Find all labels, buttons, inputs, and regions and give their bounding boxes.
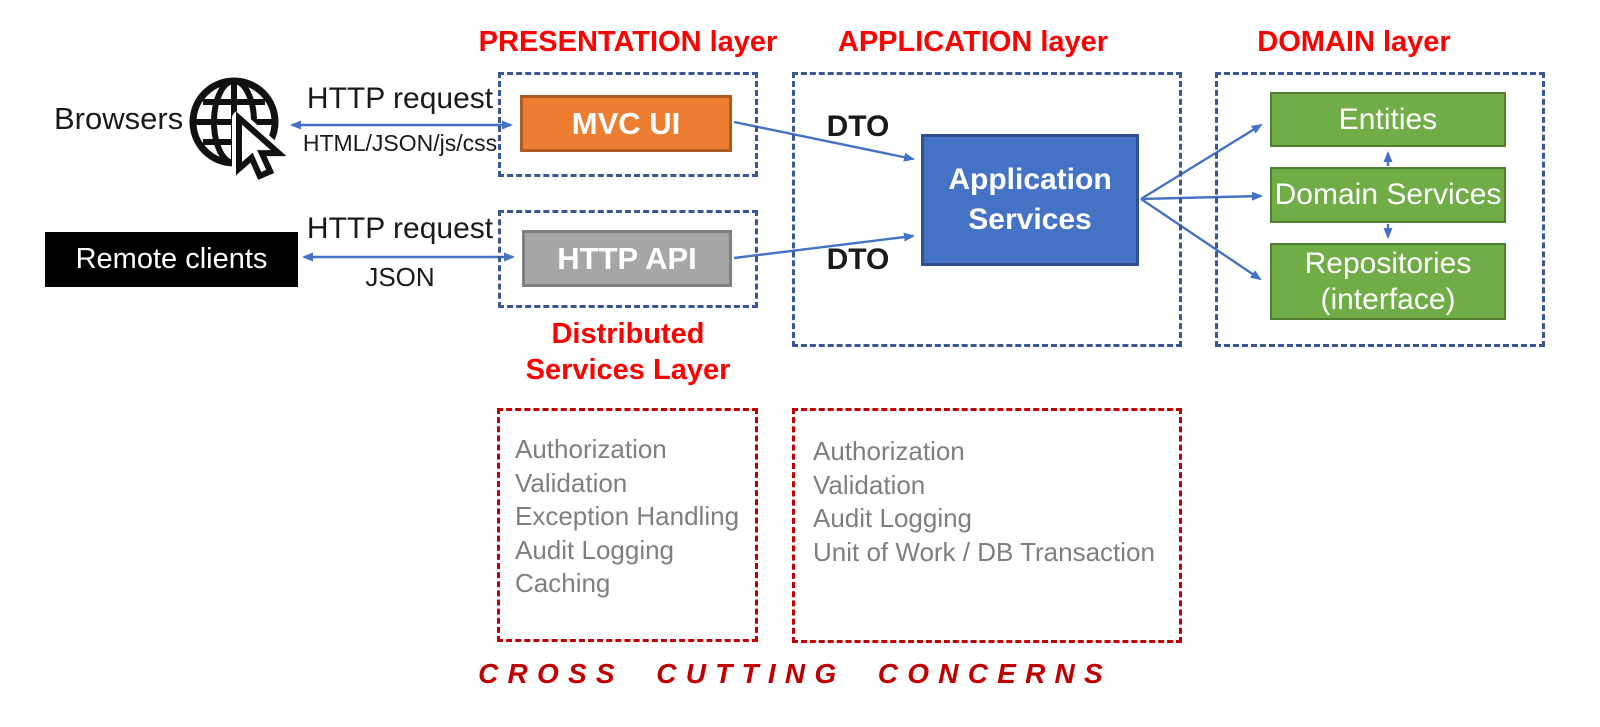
dto-bottom-label: DTO — [826, 243, 890, 276]
browsers-label: Browsers — [54, 101, 184, 136]
list-item: Exception Handling — [515, 501, 740, 531]
list-item: Authorization — [515, 434, 667, 464]
list-item: Caching — [515, 568, 611, 598]
application-layer-box — [792, 72, 1182, 347]
cross-cutting-list-distributed: Authorization Validation Exception Handl… — [515, 433, 739, 601]
domain-services-node: Domain Services — [1270, 167, 1506, 223]
distributed-services-layer-box — [498, 210, 758, 308]
dto-top-label: DTO — [826, 110, 890, 143]
remote-response-label: JSON — [365, 262, 435, 292]
list-item: Unit of Work / DB Transaction — [813, 536, 1155, 567]
cross-cutting-concerns-caption: CROSS CUTTING CONCERNS — [478, 658, 1112, 689]
http-api-node: HTTP API — [522, 230, 732, 287]
browser-globe-icon — [189, 77, 287, 183]
list-item: Audit Logging — [813, 503, 973, 533]
presentation-layer-box — [498, 72, 758, 177]
distributed-services-layer-label: Distributed Services Layer — [525, 318, 731, 386]
browser-response-label: HTML/JSON/js/css — [302, 130, 498, 156]
remote-http-request-label: HTTP request — [306, 212, 494, 245]
list-item: Authorization — [813, 436, 965, 466]
list-item: Validation — [515, 467, 628, 498]
cross-cutting-box-distributed — [497, 408, 758, 642]
list-item: Validation — [813, 469, 926, 500]
cursor-icon — [232, 111, 287, 183]
repositories-node: Repositories (interface) — [1270, 243, 1506, 320]
remote-clients-node: Remote clients — [45, 232, 298, 287]
list-item: Audit Logging — [515, 534, 675, 565]
domain-layer-box — [1215, 72, 1545, 347]
entities-node: Entities — [1270, 92, 1506, 147]
application-layer-title: APPLICATION layer — [837, 26, 1109, 58]
cross-cutting-box-application — [792, 408, 1182, 643]
browser-http-request-label: HTTP request — [306, 82, 494, 115]
application-services-node: Application Services — [921, 134, 1139, 266]
cross-cutting-list-application: Authorization Validation Audit Logging U… — [813, 435, 1155, 569]
domain-layer-title: DOMAIN layer — [1257, 26, 1451, 58]
mvc-ui-node: MVC UI — [520, 95, 732, 152]
presentation-layer-title: PRESENTATION layer — [478, 26, 778, 58]
